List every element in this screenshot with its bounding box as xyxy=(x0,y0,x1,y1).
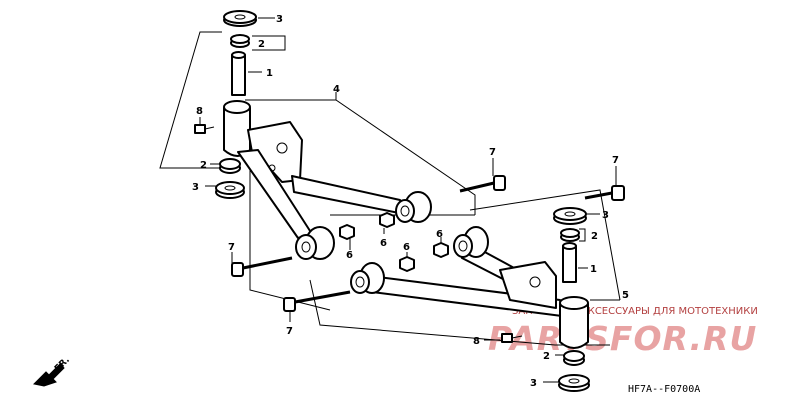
upper-arm-bracket-top xyxy=(245,99,476,215)
lower-arm-bushing-rear xyxy=(453,234,473,258)
lower-arm-gusset xyxy=(499,261,557,309)
nut-6-b xyxy=(379,212,395,228)
callout-7-lower: 7 xyxy=(286,326,293,337)
watermark-caption: ЗАПЧАСТИ И АКСЕССУАРЫ ДЛЯ МОТОТЕХНИКИ xyxy=(512,306,758,317)
upper-arm-bracket-left xyxy=(249,168,331,311)
leader-lines xyxy=(199,17,620,383)
upper-arm-tube-cross xyxy=(291,175,405,215)
bolt-7-upper xyxy=(459,175,506,193)
collar-top-face xyxy=(230,34,250,44)
nut-6-c xyxy=(399,256,415,272)
upper-mount-stack xyxy=(223,10,257,96)
callout-4: 4 xyxy=(333,84,340,95)
watermark-logo: PARTSFOR.RU xyxy=(488,319,757,358)
lower-bottom-stack xyxy=(558,350,590,392)
diagram-code: HF7A--F0700A xyxy=(628,384,700,395)
callouts: 3 2 1 4 8 2 3 7 7 3 2 1 5 6 6 6 6 7 7 8 … xyxy=(192,14,629,389)
lower-arm-bushing-front xyxy=(350,270,370,294)
callout-5: 5 xyxy=(622,290,629,301)
callout-1-top: 1 xyxy=(266,68,273,79)
right-mount-stack xyxy=(553,207,587,283)
nuts xyxy=(339,212,449,272)
bolt-8-upper-head xyxy=(194,124,206,134)
callout-7-left: 7 xyxy=(228,242,235,253)
upper-group-bracket-left xyxy=(159,31,230,169)
lower-left-stack xyxy=(215,158,245,199)
lower-arm-boss-top xyxy=(559,296,589,310)
collar-right-face xyxy=(560,228,580,238)
bolt-8-upper xyxy=(194,124,215,134)
pipe-sleeve-top-end xyxy=(231,51,246,59)
rubber-washer-top-face xyxy=(223,10,257,24)
callout-2-left: 2 xyxy=(200,160,207,171)
bolt-7-upper-head xyxy=(493,175,506,191)
front-direction-arrow: FR. xyxy=(32,355,72,387)
upper-arm-assembly xyxy=(223,100,432,260)
pipe-sleeve-top xyxy=(231,54,246,96)
callout-3-bottom: 3 xyxy=(530,378,537,389)
callout-7-right: 7 xyxy=(612,155,619,166)
lower-arm-assembly xyxy=(350,226,589,349)
nut-6-a xyxy=(339,224,355,240)
callout-6-d: 6 xyxy=(436,229,443,240)
callout-3-top: 3 xyxy=(276,14,283,25)
gusset-hole-1 xyxy=(276,142,288,154)
bolt-8-lower xyxy=(501,333,523,343)
upper-arm-boss xyxy=(223,107,251,157)
callout-2-right: 2 xyxy=(591,231,598,242)
upper-arm-bushing-front xyxy=(295,234,317,260)
upper-arm-boss-top xyxy=(223,100,251,114)
nut-6-d xyxy=(433,242,449,258)
callout-3-right: 3 xyxy=(602,210,609,221)
collar-left-face xyxy=(219,158,241,170)
bolt-7-right-head xyxy=(611,185,625,201)
upper-arm-bushing-front-hole xyxy=(301,241,311,253)
bolt-8-lower-head xyxy=(501,333,513,343)
bolt-7-lower-head xyxy=(283,297,296,312)
lower-arm-bracket-right xyxy=(469,189,621,301)
callout-3-left: 3 xyxy=(192,182,199,193)
lower-arm-boss xyxy=(559,303,589,349)
callout-2-bottom: 2 xyxy=(543,351,550,362)
bolt-7-lower xyxy=(283,290,351,312)
bolt-7-right xyxy=(584,185,625,201)
callout-6-b: 6 xyxy=(380,238,387,249)
callout-8-left: 8 xyxy=(196,106,203,117)
callout-1-right: 1 xyxy=(590,264,597,275)
bolt-7-left-head xyxy=(231,262,244,277)
watermark: ЗАПЧАСТИ И АКСЕССУАРЫ ДЛЯ МОТОТЕХНИКИ PA… xyxy=(488,306,758,358)
upper-arm-bushing-rear xyxy=(395,199,415,223)
front-arrow-icon xyxy=(32,363,65,387)
pipe-sleeve-right xyxy=(562,245,577,283)
rubber-washer-left-face xyxy=(215,181,245,195)
bolt-7-left xyxy=(231,256,293,277)
callout-7-upper: 7 xyxy=(489,147,496,158)
callout-6-a: 6 xyxy=(346,250,353,261)
rubber-washer-top-hole xyxy=(234,14,246,20)
callout-6-c: 6 xyxy=(403,242,410,253)
rubber-washer-right-face xyxy=(553,207,587,221)
upper-arm-bushing-rear-hole xyxy=(400,205,410,217)
callout-8-lower: 8 xyxy=(473,336,480,347)
callout-2-top: 2 xyxy=(258,39,265,50)
